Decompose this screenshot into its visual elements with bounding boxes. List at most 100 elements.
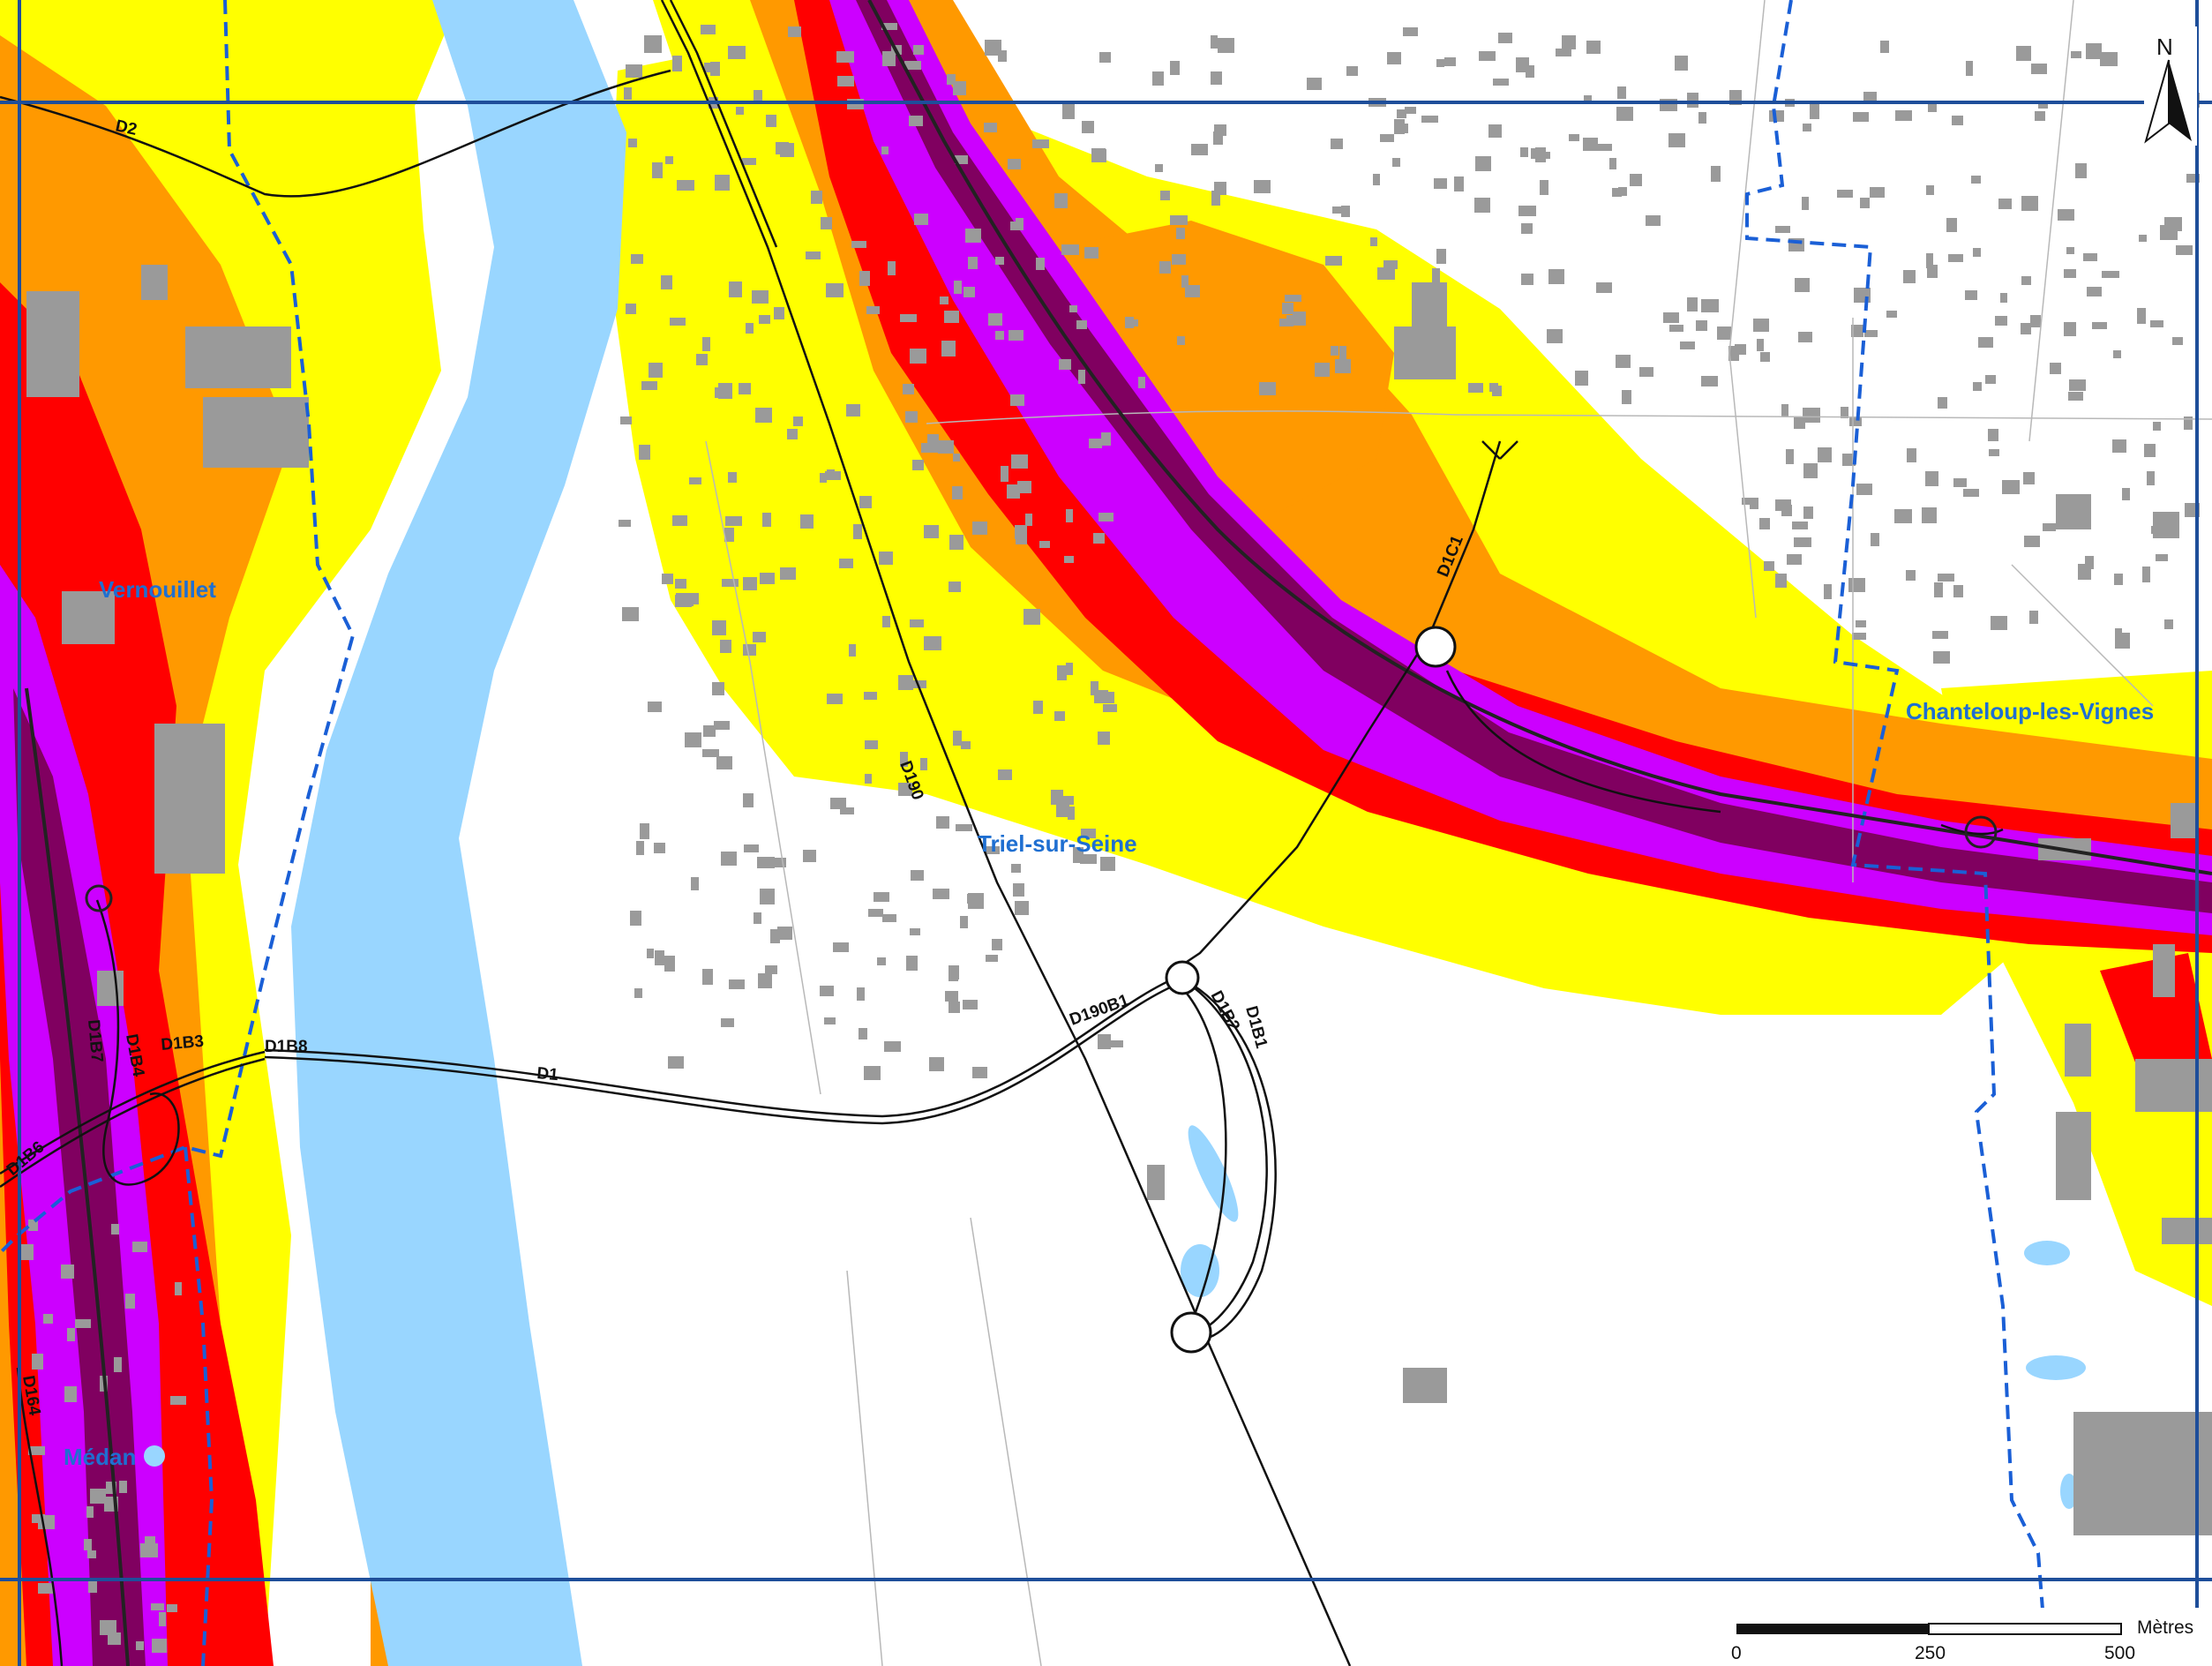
building [913, 680, 926, 688]
building [881, 146, 889, 154]
building [1285, 295, 1301, 302]
building [1062, 104, 1075, 119]
building [1794, 417, 1805, 429]
building [1934, 582, 1943, 597]
building [1668, 133, 1685, 147]
building [965, 229, 981, 243]
building [626, 304, 636, 314]
building [1849, 416, 1862, 426]
building [766, 115, 776, 127]
building [662, 574, 673, 584]
building [836, 51, 854, 63]
building [639, 445, 650, 460]
scale-tick-0: 0 [1731, 1643, 1742, 1663]
building [640, 823, 649, 839]
building [696, 354, 708, 365]
building [1669, 325, 1683, 332]
building [1616, 355, 1631, 368]
building [1468, 383, 1483, 393]
building [1786, 449, 1794, 464]
building [1211, 71, 1222, 85]
building [2035, 111, 2045, 121]
building [800, 514, 814, 529]
road-label-d1: D1 [536, 1064, 559, 1084]
building [1066, 509, 1073, 522]
building [721, 1018, 734, 1027]
building [1963, 489, 1979, 497]
noise-zone-core [13, 0, 2212, 1666]
building [1988, 429, 1998, 441]
building [32, 1354, 43, 1370]
building [1436, 249, 1446, 264]
building [968, 257, 978, 269]
building [1518, 206, 1536, 216]
building [1493, 79, 1509, 86]
building [1016, 218, 1024, 227]
building [1701, 376, 1718, 386]
building [736, 107, 744, 115]
building [1051, 790, 1063, 805]
building [1387, 52, 1401, 64]
town-label-triel: Triel-sur-Seine [978, 830, 1137, 857]
building [851, 241, 866, 248]
building [1498, 33, 1512, 43]
building [702, 749, 719, 757]
building [874, 892, 889, 902]
building [1315, 363, 1330, 377]
building [777, 927, 792, 940]
building [1863, 92, 1877, 101]
building [945, 991, 958, 1002]
building [1064, 556, 1074, 563]
building [2043, 523, 2056, 531]
building [1757, 339, 1764, 351]
building [1101, 432, 1111, 446]
building [1138, 377, 1145, 388]
building [1170, 215, 1188, 225]
building [1033, 701, 1043, 714]
building [1764, 561, 1774, 571]
building [988, 313, 1002, 326]
building [1331, 139, 1343, 149]
building [903, 384, 914, 394]
building [88, 1581, 97, 1593]
building [1853, 112, 1869, 122]
north-arrow-label: N [2156, 34, 2173, 60]
building [2184, 416, 2193, 430]
building [1864, 330, 1878, 337]
building [742, 158, 756, 165]
building [631, 254, 643, 264]
building [909, 116, 923, 126]
building [1370, 237, 1377, 246]
building [1102, 692, 1114, 703]
building [803, 850, 816, 862]
building [702, 969, 713, 985]
north-arrow-right-icon [2169, 60, 2192, 141]
building [1434, 178, 1447, 189]
building [729, 281, 742, 297]
building [1069, 305, 1077, 312]
building [1061, 796, 1074, 805]
building [1397, 109, 1406, 118]
building [1922, 507, 1937, 523]
town-label-vernouillet: Vernouillet [99, 576, 216, 603]
building [1339, 346, 1346, 361]
building [1054, 193, 1068, 208]
north-arrow: N [2144, 26, 2197, 146]
building [963, 1000, 978, 1009]
building [1152, 71, 1164, 86]
building [1978, 337, 1993, 348]
building [2114, 574, 2123, 585]
building [1039, 541, 1050, 548]
building [28, 1219, 38, 1231]
building [2038, 101, 2048, 109]
building [1331, 346, 1338, 356]
building [754, 90, 762, 104]
building [911, 870, 924, 881]
building [2064, 322, 2076, 336]
building [944, 311, 959, 323]
building [2164, 619, 2173, 629]
building [1795, 278, 1810, 292]
building [879, 552, 893, 565]
road-label-d1b3: D1B3 [161, 1032, 205, 1054]
